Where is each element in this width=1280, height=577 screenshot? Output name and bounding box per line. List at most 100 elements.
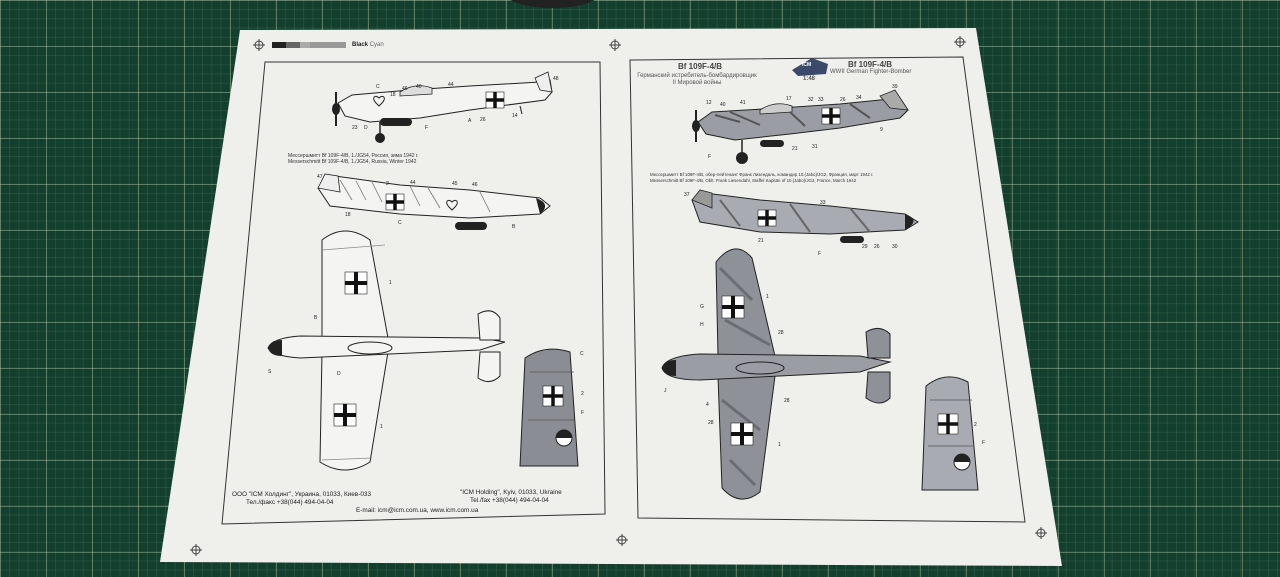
svg-text:2: 2	[581, 391, 584, 397]
svg-text:1: 1	[389, 280, 392, 286]
aircraft-plan-view-right	[661, 248, 892, 500]
svg-text:A: A	[468, 118, 472, 124]
callouts-fin-left: C 2F	[580, 351, 584, 416]
svg-text:34: 34	[856, 95, 862, 101]
svg-text:14: 14	[512, 113, 518, 119]
aircraft-side-profile-right	[692, 89, 909, 164]
svg-text:G: G	[700, 304, 704, 310]
callouts-side-right: 12 40 41 17 32 33 26 34 39 9 21 31 F	[706, 84, 898, 160]
svg-text:21: 21	[792, 146, 798, 152]
svg-text:44: 44	[448, 82, 454, 88]
svg-text:1: 1	[778, 442, 781, 448]
svg-text:31: 31	[812, 144, 818, 150]
svg-text:33: 33	[818, 97, 824, 103]
svg-text:C: C	[376, 84, 380, 90]
svg-text:17: 17	[786, 96, 792, 102]
footer-web: www.icm.com.ua	[430, 507, 479, 514]
svg-text:D: D	[364, 125, 368, 131]
svg-text:12: 12	[706, 100, 712, 106]
footer-ru: ООО "ICM Холдинг", Украина, 01033, Киев-…	[232, 491, 371, 507]
svg-text:29: 29	[862, 244, 868, 250]
svg-text:B: B	[512, 224, 516, 230]
svg-text:F: F	[425, 125, 428, 131]
svg-text:21: 21	[758, 238, 764, 244]
scale-label: 1:48	[803, 76, 816, 82]
svg-text:30: 30	[892, 244, 898, 250]
svg-text:F: F	[818, 251, 821, 257]
subtitle-en: WWII German Fighter-Bomber	[830, 69, 912, 75]
svg-text:F: F	[581, 410, 584, 416]
icm-logo	[792, 58, 828, 76]
footer-ru-line1: ООО "ICM Холдинг", Украина, 01033, Киев-…	[232, 491, 371, 498]
caption-right-ru: Мессершмитт Bf 109F-4/B, обер-лейтенант …	[650, 172, 874, 177]
callouts-top-left: 47 2 44 45 46 18 C B	[317, 174, 516, 230]
svg-text:C: C	[580, 351, 584, 357]
svg-text:33: 33	[820, 200, 826, 206]
svg-text:46: 46	[472, 182, 478, 188]
svg-text:1: 1	[766, 294, 769, 300]
registration-mark-icon	[190, 36, 1047, 556]
footer-email: E-mail: icm@icm.com.ua,	[356, 507, 429, 514]
svg-text:41: 41	[740, 100, 746, 106]
fin-detail-left	[519, 348, 579, 467]
subtitle-ru: Германский истребитель-бомбардировщик II…	[632, 73, 762, 87]
svg-text:32: 32	[808, 97, 814, 103]
footer-en-line2: Tel./fax +38(044) 494-04-04	[470, 497, 549, 504]
logo-text: ICM	[802, 62, 812, 68]
footer-ru-line2: Тел./факс +38(044) 494-04-04	[246, 499, 334, 506]
svg-text:F: F	[982, 440, 985, 446]
footer-contacts: E-mail: icm@icm.com.ua, www.icm.com.ua	[356, 507, 478, 515]
color-strip-labels: Black Cyan	[352, 42, 384, 48]
svg-text:48: 48	[553, 76, 559, 82]
subtitle-ru-1: Германский истребитель-бомбардировщик	[637, 73, 757, 79]
fin-detail-right	[921, 376, 979, 491]
svg-text:26: 26	[840, 97, 846, 103]
aircraft-side-profile-left-2	[317, 173, 551, 230]
svg-text:1: 1	[380, 424, 383, 430]
svg-text:18: 18	[345, 212, 351, 218]
svg-text:9: 9	[880, 127, 883, 133]
aircraft-plan-view-left	[267, 230, 506, 471]
svg-text:28: 28	[784, 398, 790, 404]
svg-text:28: 28	[708, 420, 714, 426]
aircraft-side-profile-left	[332, 71, 553, 143]
caption-right: Мессершмитт Bf 109F-4/B, обер-лейтенант …	[650, 172, 873, 184]
svg-text:44: 44	[410, 180, 416, 186]
footer-en-line1: "ICM Holding", Kyiv, 01033, Ukraine	[460, 489, 562, 496]
callouts-plan-left: 1BS D1	[268, 280, 392, 430]
svg-text:J: J	[664, 388, 667, 394]
svg-text:B: B	[314, 315, 318, 321]
paint-jar-edge	[505, 0, 600, 8]
svg-text:H: H	[700, 322, 704, 328]
subtitle-ru-2: II Мировой войны	[672, 80, 722, 86]
svg-text:2: 2	[386, 181, 389, 187]
color-strip-cyan: Cyan	[369, 42, 384, 48]
svg-text:47: 47	[317, 174, 323, 180]
left-page-frame	[221, 61, 606, 525]
footer-en: "ICM Holding", Kyiv, 01033, Ukraine Tel.…	[460, 489, 562, 505]
svg-text:40: 40	[416, 84, 422, 90]
paper-sheet	[160, 28, 1062, 566]
svg-text:C: C	[398, 220, 402, 226]
caption-left-en: Messerschmitt Bf 109F-4/B, 1./JG54, Russ…	[288, 159, 417, 165]
svg-text:39: 39	[892, 84, 898, 90]
title-en: Bf 109F-4/B	[848, 60, 893, 69]
color-strip-black: Black	[352, 42, 369, 48]
svg-text:D: D	[337, 371, 341, 377]
svg-text:4: 4	[706, 402, 709, 408]
aircraft-side-profile-right-2	[691, 189, 919, 243]
caption-left: Мессершмитт Bf 109F-4/B, 1./JG54, Россия…	[288, 153, 419, 165]
svg-text:18: 18	[390, 92, 396, 98]
svg-text:2: 2	[974, 422, 977, 428]
svg-text:F: F	[708, 154, 711, 160]
svg-text:46: 46	[402, 86, 408, 92]
title-ru: Bf 109F-4/B	[678, 62, 723, 71]
right-page-frame	[629, 56, 1026, 523]
svg-text:40: 40	[720, 102, 726, 108]
svg-text:23: 23	[352, 125, 358, 131]
svg-text:S: S	[268, 369, 272, 375]
svg-text:45: 45	[452, 181, 458, 187]
